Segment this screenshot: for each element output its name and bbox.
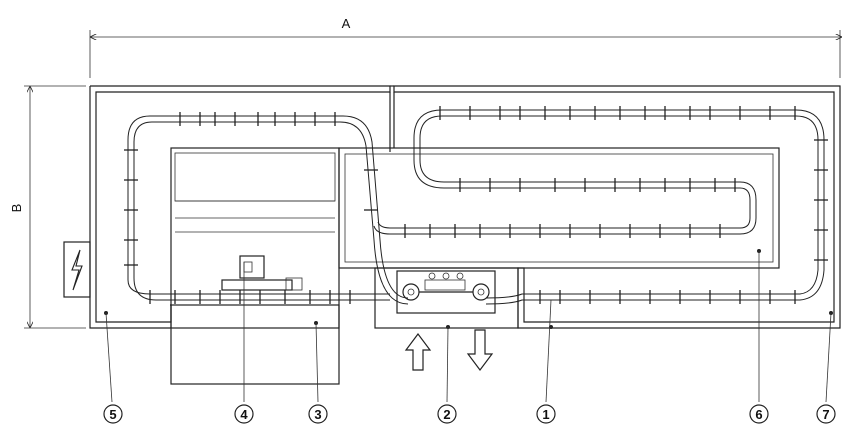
svg-text:6: 6	[755, 407, 762, 422]
callout-3: 3	[308, 404, 328, 424]
callout-leaders	[105, 251, 832, 403]
lightning-bolt-icon	[71, 249, 83, 291]
machine-4	[221, 255, 303, 291]
callout-2: 2	[437, 404, 457, 424]
dimension-b-label: B	[9, 204, 24, 213]
arrow-up-icon	[404, 333, 432, 371]
callout-1: 1	[536, 404, 556, 424]
dimension-a-label: A	[342, 16, 351, 31]
svg-text:4: 4	[240, 407, 248, 422]
serpentine-frame-6	[338, 147, 780, 269]
track-rungs	[124, 106, 828, 304]
in-out-arrows	[404, 329, 494, 371]
arrow-down-icon	[466, 329, 494, 371]
svg-text:5: 5	[109, 407, 116, 422]
svg-text:3: 3	[314, 407, 321, 422]
conveyor-track	[127, 109, 825, 305]
reference-dots	[104, 249, 833, 329]
cell-box-3	[170, 147, 340, 385]
svg-text:1: 1	[542, 407, 549, 422]
dimension-b: B	[9, 85, 86, 329]
callout-7: 7	[816, 404, 836, 424]
callout-6: 6	[749, 404, 769, 424]
svg-text:2: 2	[443, 407, 450, 422]
callouts: 5 4 3 2 1 6 7	[103, 404, 836, 424]
callout-5: 5	[103, 404, 123, 424]
power-box	[63, 241, 91, 298]
callout-4: 4	[234, 404, 254, 424]
dimension-a: A	[89, 16, 842, 78]
svg-text:7: 7	[822, 407, 829, 422]
